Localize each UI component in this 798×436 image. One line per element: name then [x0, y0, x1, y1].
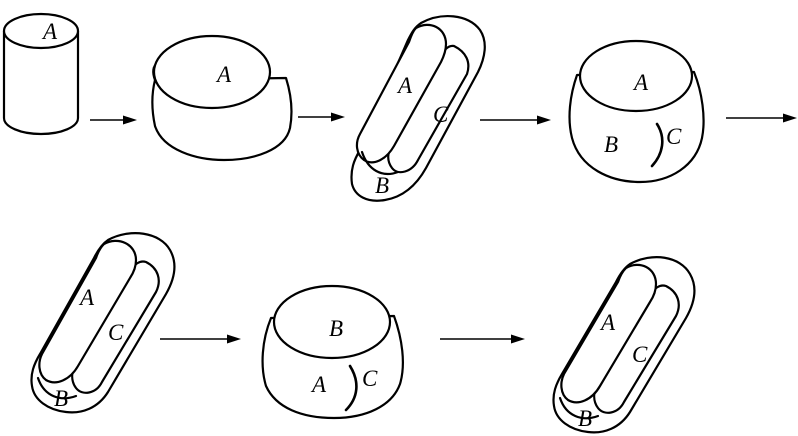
- arrow-3: [480, 115, 551, 125]
- stage-flatten-2: A C B: [30, 232, 176, 414]
- cylinder-body: [2, 29, 80, 136]
- arrow-2: [298, 112, 345, 122]
- label-flat3-end: B: [578, 406, 592, 431]
- label-flat3-face: A: [599, 310, 616, 335]
- label-upset3-right: C: [362, 366, 378, 391]
- stage-upset-1: A: [151, 34, 293, 162]
- label-flat1-end: B: [375, 173, 389, 198]
- flat3-end-seam: [558, 396, 600, 420]
- stage-upset-2: A B C: [568, 39, 705, 184]
- flat1-face: [355, 23, 448, 164]
- stage-cylinder: A: [2, 12, 80, 136]
- stage-flatten-1: A C B: [350, 15, 486, 202]
- label-flat2-face: A: [78, 285, 95, 310]
- arrow-6: [440, 334, 525, 344]
- label-flat2-side: C: [108, 320, 124, 345]
- barrel2-top-face: [272, 284, 392, 360]
- arrow-4: [726, 113, 797, 123]
- drum-top-face: [152, 34, 272, 110]
- label-upset2-right: C: [666, 124, 682, 149]
- stage-upset-3: B A C: [261, 284, 404, 420]
- flat1-end-seam: [360, 150, 400, 176]
- label-flat1-side: C: [433, 102, 449, 127]
- label-flat1-face: A: [396, 73, 413, 98]
- label-upset3-left: A: [310, 372, 327, 397]
- label-flat3-side: C: [632, 342, 648, 367]
- cylinder-top-face: [2, 12, 80, 50]
- label-upset2-top: A: [632, 70, 649, 95]
- flat2-end-seam: [36, 376, 78, 400]
- barrel2-seam: [344, 364, 358, 412]
- stage-flatten-3: A C B: [552, 256, 696, 434]
- barrel1-seam: [650, 122, 664, 168]
- arrow-1: [90, 115, 137, 125]
- label-upset3-top: B: [329, 316, 343, 341]
- label-cylinder-top: A: [41, 19, 58, 44]
- flat3-face: [560, 263, 658, 404]
- arrow-5: [160, 334, 241, 344]
- label-flat2-end: B: [54, 386, 68, 411]
- flat2-face: [38, 239, 138, 384]
- label-upset2-left: B: [604, 132, 618, 157]
- label-upset1-top: A: [215, 62, 232, 87]
- barrel1-top-face: [578, 39, 694, 113]
